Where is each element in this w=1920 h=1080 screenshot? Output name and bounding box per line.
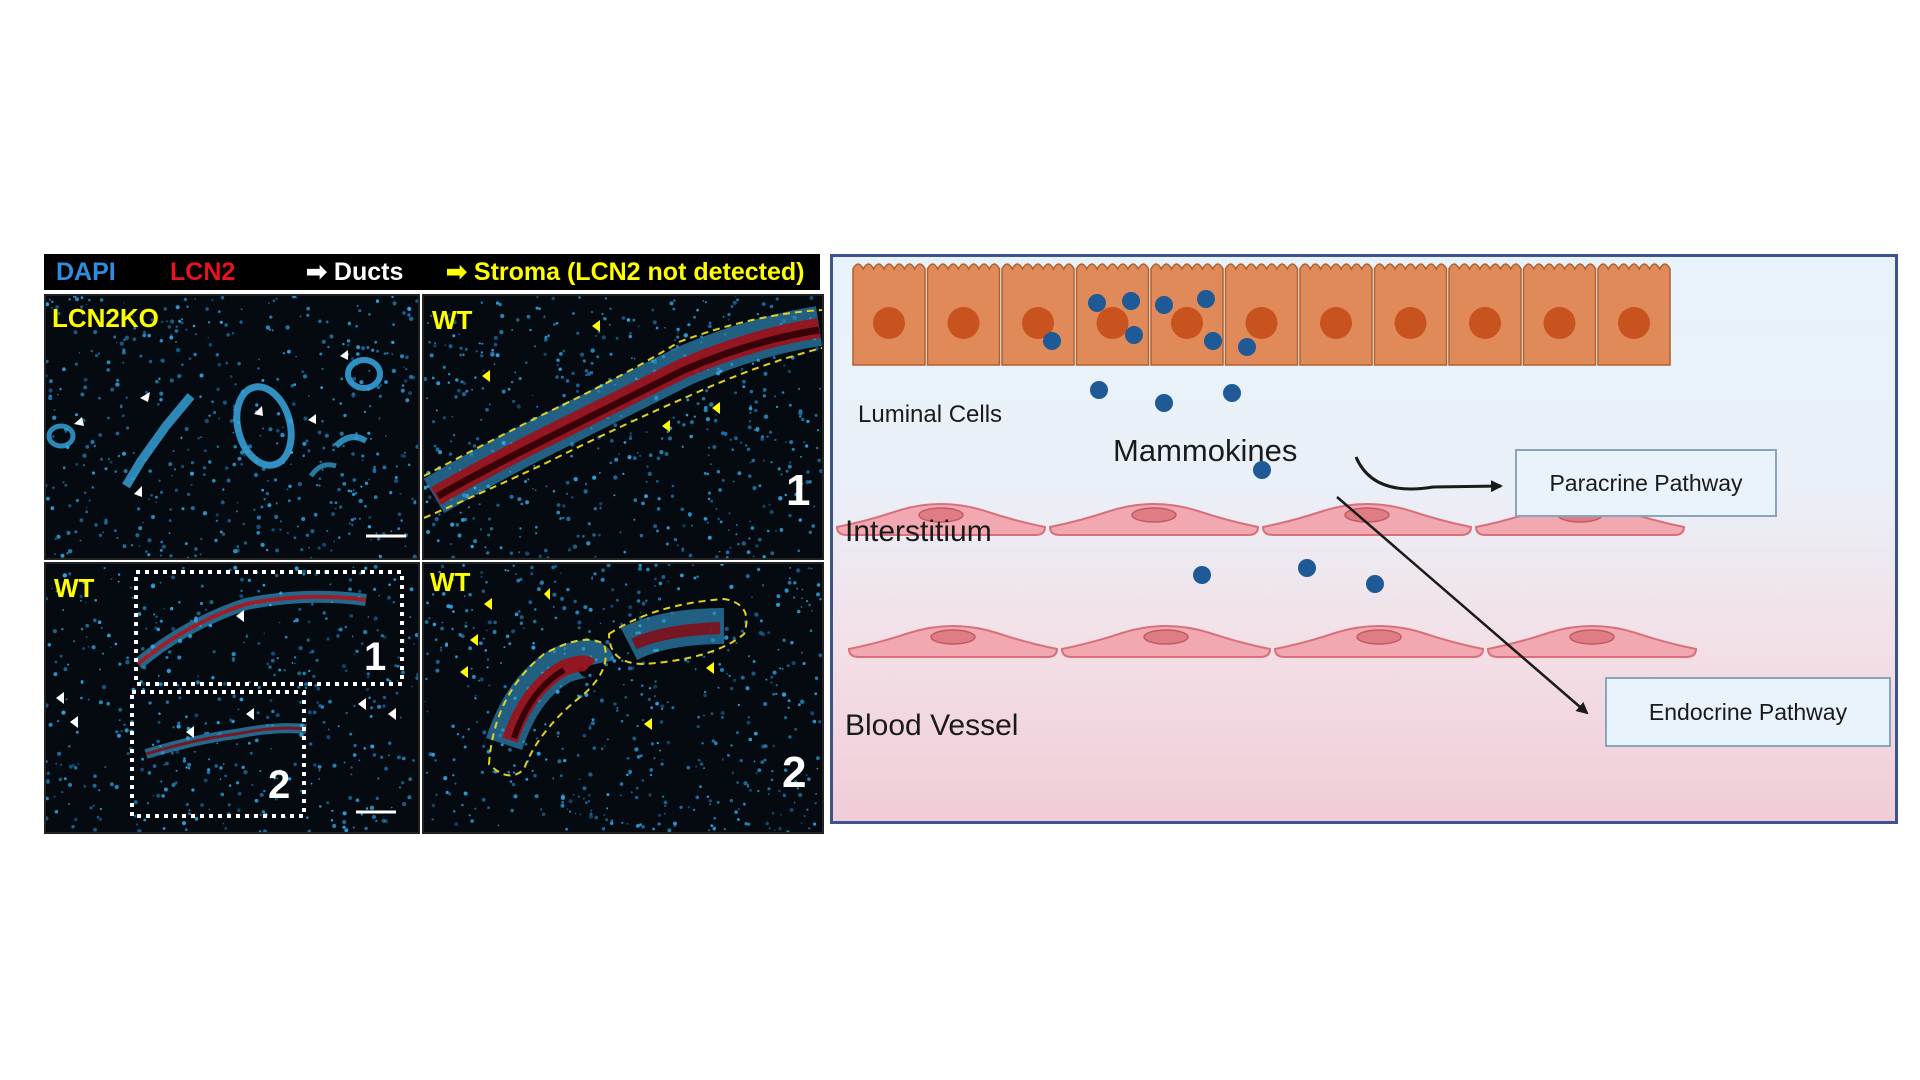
luminal-cell-nucleus <box>1171 307 1203 339</box>
mammokine-dot <box>1197 290 1215 308</box>
luminal-cell-nucleus <box>873 307 905 339</box>
mammokine-dot <box>1223 384 1241 402</box>
micrograph-lcn2ko-image <box>46 296 418 558</box>
micrograph-wt-1: WT 1 <box>422 294 824 560</box>
legend-lcn2: LCN2 <box>170 258 235 286</box>
mammokine-dot <box>1366 575 1384 593</box>
legend-ducts: ➡ Ducts <box>306 258 403 286</box>
micrograph-wt-overview-image <box>46 564 418 832</box>
panel-number-2: 2 <box>782 750 806 796</box>
mammokine-dot <box>1155 296 1173 314</box>
mammokine-dot <box>1193 566 1211 584</box>
mammokine-dot <box>1043 332 1061 350</box>
mammokine-dot <box>1125 326 1143 344</box>
endothelial-nucleus <box>1144 630 1188 644</box>
luminal-cell-layer <box>853 264 1670 365</box>
micrograph-wt-2-image <box>424 564 822 832</box>
mammokine-dot <box>1122 292 1140 310</box>
label-luminal-cells: Luminal Cells <box>858 401 1002 429</box>
mammokine-dot <box>1090 381 1108 399</box>
legend-bar: DAPI LCN2 ➡ Ducts ➡ Stroma (LCN2 not det… <box>44 254 820 290</box>
legend-dapi: DAPI <box>56 258 116 286</box>
luminal-cell-nucleus <box>948 307 980 339</box>
mammokine-dot <box>1298 559 1316 577</box>
luminal-cell-nucleus <box>1618 307 1650 339</box>
luminal-cell-nucleus <box>1097 307 1129 339</box>
endocrine-pathway-box: Endocrine Pathway <box>1605 677 1891 747</box>
luminal-cell-nucleus <box>1246 307 1278 339</box>
panel-label-lcn2ko: LCN2KO <box>52 304 159 332</box>
legend-stroma: ➡ Stroma (LCN2 not detected) <box>446 258 804 286</box>
mammokine-pathway-diagram: Luminal Cells Mammokines Interstitium Bl… <box>830 254 1898 824</box>
micrograph-wt-1-image <box>424 296 822 558</box>
label-blood-vessel: Blood Vessel <box>845 709 1018 743</box>
mammokine-dot <box>1204 332 1222 350</box>
mammokine-dot <box>1238 338 1256 356</box>
panel-number-1: 1 <box>786 468 810 514</box>
label-interstitium: Interstitium <box>845 515 992 549</box>
panel-label-wt-overview: WT <box>54 574 94 602</box>
endothelial-nucleus <box>1570 630 1614 644</box>
luminal-cell-nucleus <box>1320 307 1352 339</box>
mammokine-dot <box>1155 394 1173 412</box>
endothelial-cells-lower <box>849 626 1696 657</box>
panel-label-wt-2: WT <box>430 568 470 596</box>
micrograph-wt-2: WT 2 <box>422 562 824 834</box>
endothelial-nucleus <box>1132 508 1176 522</box>
luminal-cell-nucleus <box>1469 307 1501 339</box>
paracrine-pathway-box: Paracrine Pathway <box>1515 449 1777 517</box>
panel-label-wt-1: WT <box>432 306 472 334</box>
endothelial-nucleus <box>1357 630 1401 644</box>
inset-number-1: 1 <box>364 634 386 680</box>
micrograph-lcn2ko: LCN2KO <box>44 294 420 560</box>
endothelial-nucleus <box>931 630 975 644</box>
paracrine-arrow <box>1356 457 1501 489</box>
inset-number-2: 2 <box>268 762 290 808</box>
luminal-cell-nucleus <box>1395 307 1427 339</box>
micrograph-wt-overview: WT 1 2 <box>44 562 420 834</box>
luminal-cell-nucleus <box>1544 307 1576 339</box>
label-mammokines: Mammokines <box>1113 433 1297 469</box>
mammokine-dot <box>1088 294 1106 312</box>
